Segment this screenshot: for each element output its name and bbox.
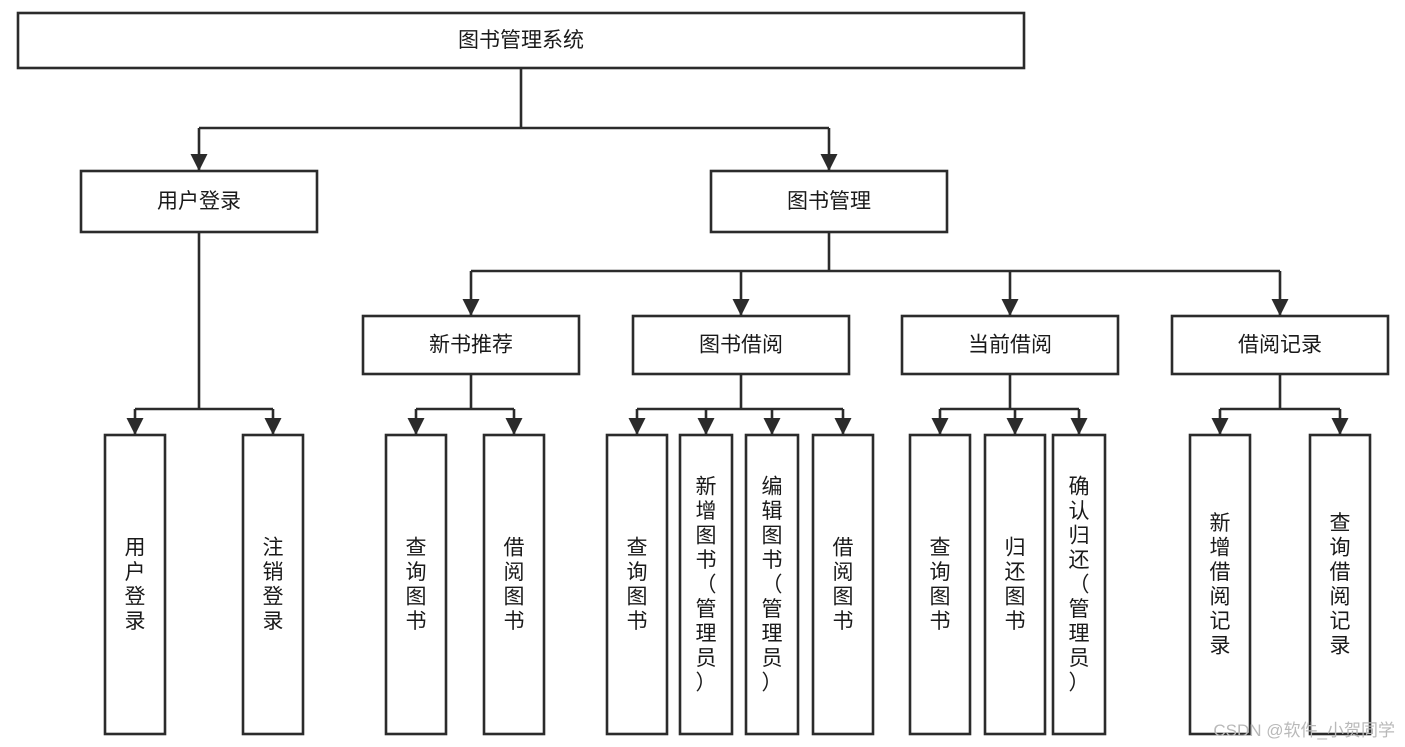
node-box-current-borrow [900,314,1120,376]
node-label-user-login: 用户登录 [157,190,241,213]
node-label-root: 图书管理系统 [458,29,584,52]
watermark-label: CSDN @软件_小贺同学 [1213,721,1395,740]
node-leaf-edit-book[interactable]: 编辑图书（管理员） [744,433,800,736]
node-borrow-record[interactable]: 借阅记录 [1170,314,1390,376]
node-root[interactable]: 图书管理系统 [16,11,1026,70]
node-label-new-book-recommend: 新书推荐 [429,334,513,357]
node-box-leaf-borrow-book-1 [482,433,546,736]
node-label-leaf-query-book-3: 查询图书 [930,537,951,634]
node-label-leaf-confirm-return: 确认归还（管理员） [1069,475,1090,694]
node-leaf-confirm-return[interactable]: 确认归还（管理员） [1051,433,1107,736]
node-box-borrow-record [1170,314,1390,376]
node-book-manage[interactable]: 图书管理 [709,169,949,234]
node-user-login[interactable]: 用户登录 [79,169,319,234]
node-box-leaf-confirm-return [1051,433,1107,736]
node-leaf-query-book-3[interactable]: 查询图书 [908,433,972,736]
node-label-leaf-add-record: 新增借阅记录 [1210,512,1231,658]
arrow-head-icon [628,418,646,435]
node-new-book-recommend[interactable]: 新书推荐 [361,314,581,376]
node-leaf-query-record[interactable]: 查询借阅记录 [1308,433,1372,736]
arrow-head-icon [462,299,480,316]
node-box-book-borrow [631,314,851,376]
connectors-layer [126,68,1349,435]
node-book-borrow[interactable]: 图书借阅 [631,314,851,376]
node-box-leaf-query-record [1308,433,1372,736]
node-label-book-borrow: 图书借阅 [699,334,783,357]
arrow-head-icon [834,418,852,435]
arrow-head-icon [1006,418,1024,435]
arrow-head-icon [763,418,781,435]
node-box-leaf-edit-book [744,433,800,736]
node-label-book-manage: 图书管理 [787,190,871,213]
node-leaf-query-book-2[interactable]: 查询图书 [605,433,669,736]
node-box-leaf-user-login [103,433,167,736]
node-label-leaf-query-book-1: 查询图书 [406,537,427,634]
node-label-leaf-user-login: 用户登录 [125,537,146,634]
arrow-head-icon [1271,299,1289,316]
node-box-leaf-user-logout [241,433,305,736]
arrow-head-icon [1070,418,1088,435]
arrow-head-icon [407,418,425,435]
node-label-leaf-return-book: 归还图书 [1005,537,1026,634]
arrow-head-icon [1331,418,1349,435]
node-label-current-borrow: 当前借阅 [968,334,1052,357]
node-box-root [16,11,1026,70]
arrow-head-icon [1211,418,1229,435]
node-label-leaf-edit-book: 编辑图书（管理员） [762,475,783,694]
node-box-leaf-query-book-1 [384,433,448,736]
node-box-leaf-query-book-2 [605,433,669,736]
node-leaf-add-record[interactable]: 新增借阅记录 [1188,433,1252,736]
arrow-head-icon [697,418,715,435]
arrow-head-icon [264,418,282,435]
node-box-user-login [79,169,319,234]
node-box-leaf-return-book [983,433,1047,736]
node-label-leaf-query-record: 查询借阅记录 [1330,512,1351,658]
arrow-head-icon [190,154,208,171]
node-box-leaf-add-record [1188,433,1252,736]
node-box-leaf-borrow-book-2 [811,433,875,736]
arrow-head-icon [931,418,949,435]
node-label-leaf-query-book-2: 查询图书 [627,537,648,634]
node-leaf-user-logout[interactable]: 注销登录 [241,433,305,736]
node-box-new-book-recommend [361,314,581,376]
node-leaf-borrow-book-2[interactable]: 借阅图书 [811,433,875,736]
arrow-head-icon [820,154,838,171]
node-label-leaf-user-logout: 注销登录 [263,537,284,634]
node-label-leaf-borrow-book-2: 借阅图书 [833,537,854,634]
node-leaf-borrow-book-1[interactable]: 借阅图书 [482,433,546,736]
node-box-leaf-query-book-3 [908,433,972,736]
arrow-head-icon [126,418,144,435]
arrow-head-icon [732,299,750,316]
node-label-borrow-record: 借阅记录 [1238,334,1322,357]
node-label-leaf-add-book: 新增图书（管理员） [696,475,717,694]
node-leaf-user-login[interactable]: 用户登录 [103,433,167,736]
node-leaf-return-book[interactable]: 归还图书 [983,433,1047,736]
node-box-book-manage [709,169,949,234]
arrow-head-icon [1001,299,1019,316]
node-current-borrow[interactable]: 当前借阅 [900,314,1120,376]
node-leaf-add-book[interactable]: 新增图书（管理员） [678,433,734,736]
node-label-leaf-borrow-book-1: 借阅图书 [504,537,525,634]
node-leaf-query-book-1[interactable]: 查询图书 [384,433,448,736]
nodes-layer: 图书管理系统用户登录图书管理新书推荐图书借阅当前借阅借阅记录用户登录注销登录查询… [16,11,1390,736]
node-box-leaf-add-book [678,433,734,736]
arrow-head-icon [505,418,523,435]
